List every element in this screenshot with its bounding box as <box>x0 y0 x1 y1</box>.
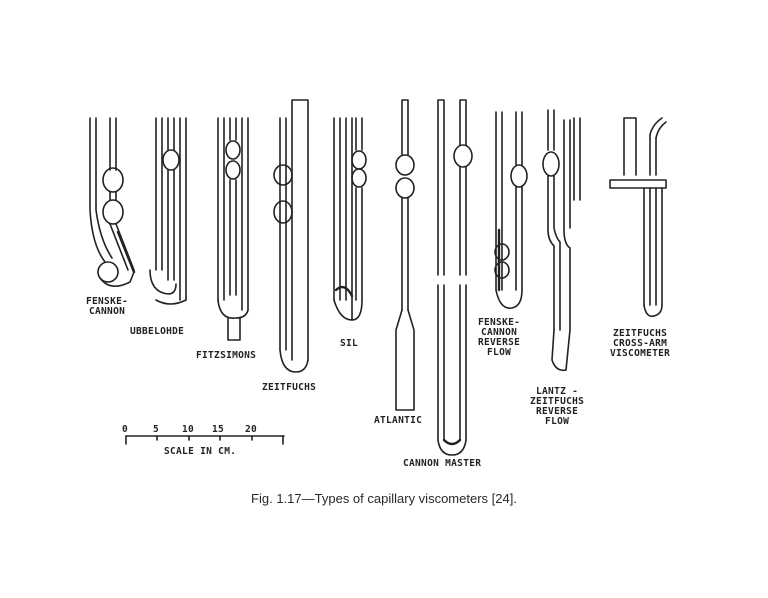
scale-tick-15: 15 <box>212 424 225 435</box>
scale-tick-10: 10 <box>182 424 195 435</box>
label-zeitfuchs-cross-arm: ZEITFUCHS CROSS-ARM VISCOMETER <box>610 328 671 359</box>
sil-viscometer <box>333 117 367 321</box>
scale-tick-5: 5 <box>153 424 160 435</box>
label-cannon-master: CANNON MASTER <box>403 458 482 469</box>
fitzsimons-viscometer <box>217 117 249 341</box>
fenske-cannon-reverse-flow-viscometer <box>494 111 528 309</box>
scale-tick-20: 20 <box>245 424 258 435</box>
label-fenske-cannon: FENSKE- CANNON <box>86 296 129 317</box>
label-atlantic: ATLANTIC <box>374 415 423 426</box>
label-ubbelohde: UBBELOHDE <box>130 326 185 337</box>
scale-bar <box>125 435 285 445</box>
label-lantz-zeitfuchs-reverse-flow: LANTZ - ZEITFUCHS REVERSE FLOW <box>530 386 585 427</box>
label-sil: SIL <box>340 338 359 349</box>
atlantic-viscometer <box>395 99 415 411</box>
zeitfuchs-cross-arm-viscometer <box>609 117 667 318</box>
cannon-master-viscometer <box>437 99 473 456</box>
zeitfuchs-viscometer <box>273 99 309 373</box>
label-zeitfuchs: ZEITFUCHS <box>262 382 317 393</box>
fenske-cannon-viscometer <box>89 117 136 287</box>
lantz-zeitfuchs-reverse-flow-viscometer <box>542 109 581 372</box>
label-fenske-cannon-reverse-flow: FENSKE- CANNON REVERSE FLOW <box>478 317 521 358</box>
label-fitzsimons: FITZSIMONS <box>196 350 257 361</box>
ubbelohde-viscometer <box>149 117 187 305</box>
scale-label: SCALE IN CM. <box>164 446 237 457</box>
scale-tick-0: 0 <box>122 424 129 435</box>
figure-caption: Fig. 1.17—Types of capillary viscometers… <box>251 491 517 506</box>
